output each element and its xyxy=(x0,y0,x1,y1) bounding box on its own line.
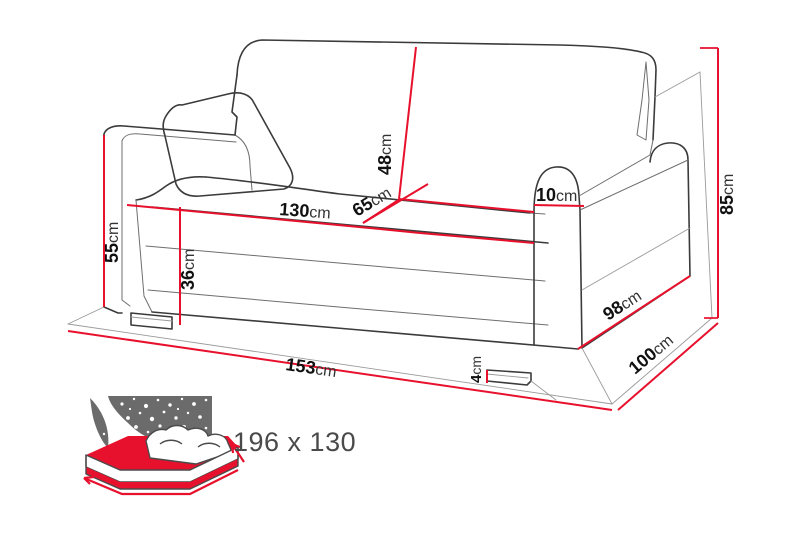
bed-length-arrow xyxy=(83,469,239,496)
floor-plane-left xyxy=(67,306,105,325)
backrest-bottom-inner-edge xyxy=(234,134,253,191)
dim-line-130cm-cont xyxy=(379,228,421,234)
bedding-pillows xyxy=(145,424,233,465)
sofa-outline-group xyxy=(67,39,713,405)
right-arm-top-cap xyxy=(533,166,581,213)
mattress-base-outline xyxy=(85,447,239,490)
right-foot-inner xyxy=(486,373,529,379)
right-arm-right-face xyxy=(579,209,583,349)
body-front-panel-edge xyxy=(147,289,549,326)
moon-crescent xyxy=(90,398,109,448)
dim-line-seat-back-top xyxy=(398,198,535,213)
dim-label-48cm: 48cm xyxy=(375,134,395,175)
seat-front-lower-edge xyxy=(145,245,546,282)
seat-back-edge xyxy=(205,176,531,214)
bed-size-label: 196 x 130 xyxy=(233,427,356,457)
dim-label-153cm: 153cm xyxy=(284,354,338,381)
dim-label-85cm: 85cm xyxy=(717,174,737,215)
dim-line-98cm xyxy=(577,275,691,350)
ground-diagonal-back xyxy=(581,347,613,405)
pillow-crease-left xyxy=(159,439,183,445)
bed-sleeping-area-icon: 196 x 130 xyxy=(83,396,356,496)
dim-label-4cm: 4cm xyxy=(468,356,485,383)
left-arm-front-band xyxy=(135,199,153,313)
left-foot xyxy=(130,312,173,330)
left-arm-inner-face xyxy=(121,140,131,307)
left-arm-base-to-floor xyxy=(103,306,123,314)
dim-line-65cm-lower xyxy=(362,198,401,224)
dim-label-65cm: 65cm xyxy=(349,182,395,220)
dimension-labels-group: 48cm 85cm 55cm 36cm xyxy=(102,134,737,383)
right-arm-back-outer xyxy=(581,142,691,349)
backrest-fold-line xyxy=(636,61,650,141)
back-outer-right-panel xyxy=(654,71,701,98)
dim-line-153cm xyxy=(67,330,613,411)
dim-label-130cm: 130cm xyxy=(279,199,332,223)
dim-line-48cm xyxy=(398,46,417,200)
right-arm-top-back-edge xyxy=(578,139,654,197)
pillow-crease-right xyxy=(197,442,221,448)
dim-label-10cm: 10cm xyxy=(536,185,577,205)
dim-label-98cm: 98cm xyxy=(599,285,645,324)
mattress-base-band xyxy=(86,459,238,489)
ground-diagonal-right-foot xyxy=(530,380,557,401)
backrest-right-edge xyxy=(640,51,657,98)
body-bottom-front xyxy=(151,311,579,350)
backrest-right-lower xyxy=(652,96,656,141)
dim-line-130cm xyxy=(126,204,381,230)
bed-width-arrow xyxy=(231,443,245,463)
bed-width-arrow-head xyxy=(230,442,241,454)
backrest-top-edge xyxy=(236,39,642,76)
floor-plane-back-right xyxy=(699,71,713,319)
dimension-lines-group xyxy=(67,46,719,411)
floor-plane-right xyxy=(611,317,713,405)
dim-line-100cm xyxy=(617,322,719,411)
right-arm-inner-crease xyxy=(579,159,689,211)
dim-label-36cm: 36cm xyxy=(178,249,198,290)
dim-line-seat-front-extend xyxy=(419,232,535,244)
dim-line-10cm xyxy=(533,204,585,207)
right-arm-bottom-crease xyxy=(581,227,691,291)
left-arm-scoop xyxy=(135,176,207,201)
dim-label-55cm: 55cm xyxy=(102,222,122,263)
bed-length-arrow-head-left xyxy=(83,475,95,485)
floor-plane-front xyxy=(67,323,613,405)
seat-top-right-edge xyxy=(529,212,546,215)
throw-pillow xyxy=(162,92,294,197)
left-arm-top xyxy=(103,125,236,136)
left-arm-inner-top xyxy=(121,133,237,143)
left-foot-inner xyxy=(130,316,173,322)
backrest-left-edge xyxy=(231,74,238,136)
